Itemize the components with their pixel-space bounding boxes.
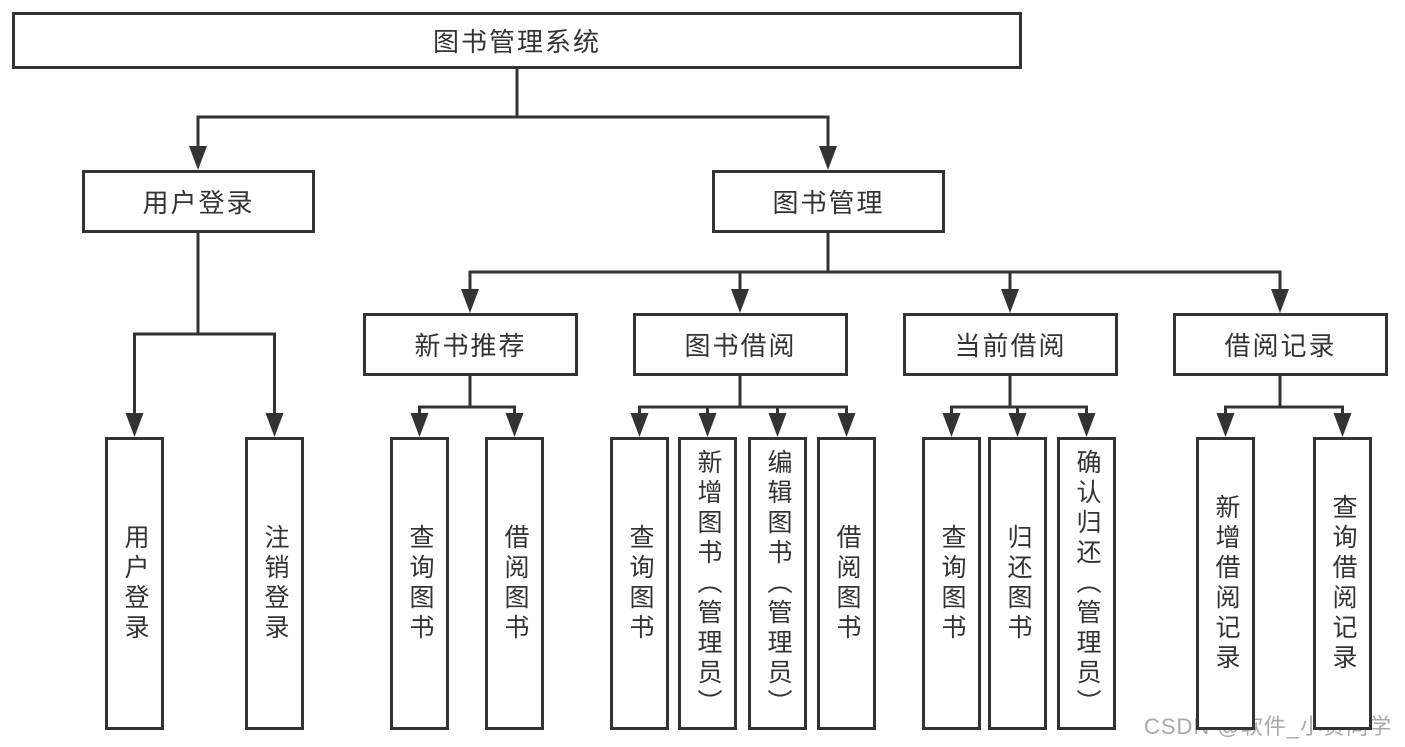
node-leaf-logout: 注销登录: [245, 437, 304, 730]
node-leaf-cb-return: 归还图书: [988, 437, 1047, 730]
node-borrow-record: 借阅记录: [1173, 313, 1388, 376]
node-new-book-rec: 新书推荐: [363, 313, 578, 376]
node-leaf-bb-add: 新增图书（管理员）: [678, 437, 737, 730]
node-leaf-rec-borrow: 借阅图书: [485, 437, 544, 730]
node-current-borrow: 当前借阅: [903, 313, 1118, 376]
node-user-login: 用户登录: [82, 170, 315, 233]
node-leaf-bb-borrow: 借阅图书: [817, 437, 876, 730]
node-leaf-cb-confirm: 确认归还（管理员）: [1057, 437, 1116, 730]
node-leaf-user-login: 用户登录: [105, 437, 164, 730]
node-leaf-bb-edit: 编辑图书（管理员）: [748, 437, 807, 730]
node-leaf-br-add: 新增借阅记录: [1196, 437, 1255, 730]
node-leaf-rec-query: 查询图书: [390, 437, 449, 730]
node-root: 图书管理系统: [12, 12, 1022, 69]
node-book-borrow: 图书借阅: [633, 313, 848, 376]
node-leaf-cb-query: 查询图书: [922, 437, 981, 730]
node-book-mgmt: 图书管理: [712, 170, 945, 233]
node-leaf-br-query: 查询借阅记录: [1313, 437, 1372, 730]
node-leaf-bb-query: 查询图书: [610, 437, 669, 730]
